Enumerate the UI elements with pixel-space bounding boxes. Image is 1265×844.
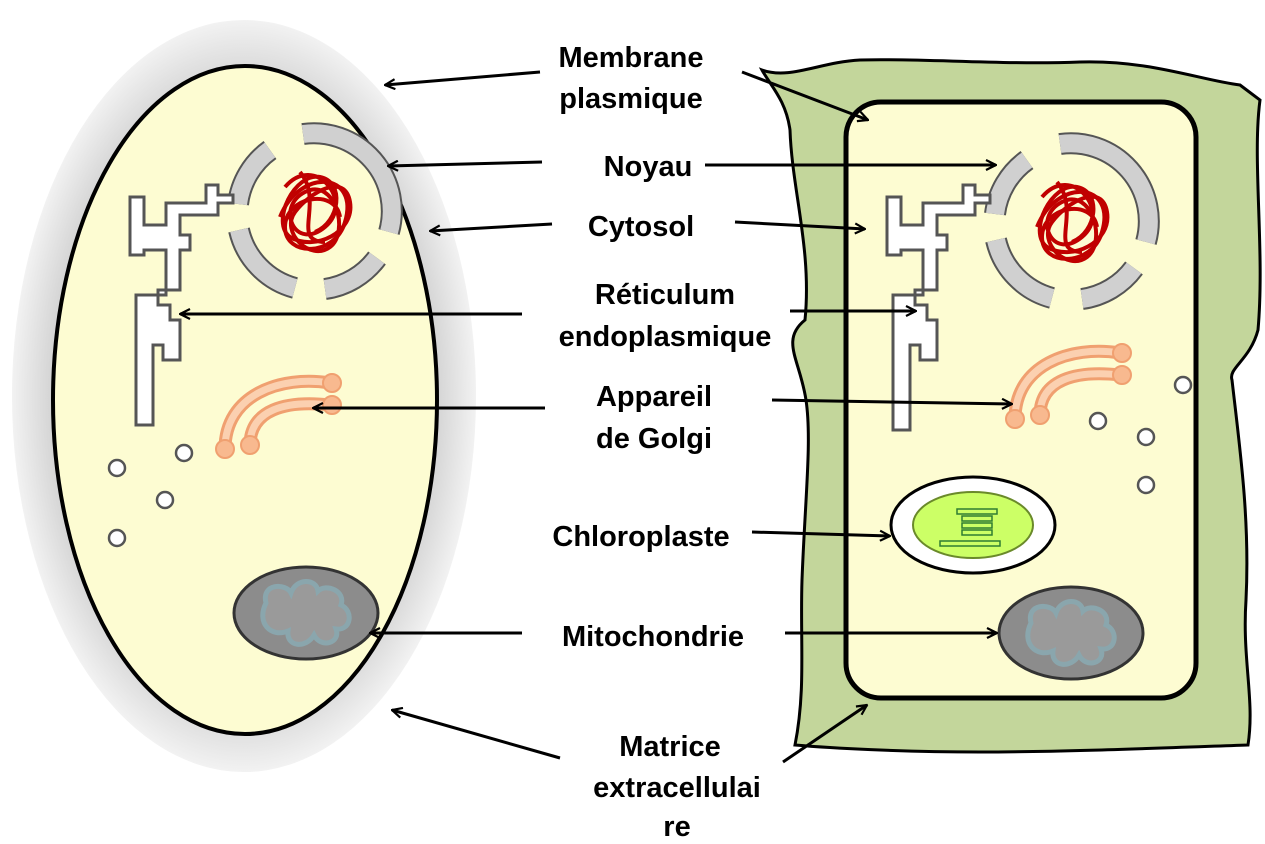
label-reticulum-line1: Réticulum: [595, 279, 735, 311]
label-membrane-line2: plasmique: [559, 83, 702, 115]
animal-mitochondrion: [234, 567, 378, 659]
label-noyau: Noyau: [604, 151, 693, 183]
label-appareil-line2: de Golgi: [596, 423, 712, 455]
label-chloroplaste: Chloroplaste: [552, 521, 729, 553]
arrow-matrice-left: [392, 710, 560, 758]
label-cytosol: Cytosol: [588, 211, 694, 243]
plant-mitochondrion: [999, 587, 1143, 679]
plant-chloroplast: [891, 477, 1055, 573]
label-membrane-line1: Membrane: [558, 42, 703, 74]
labels: Membrane plasmique Noyau Cytosol Réticul…: [552, 42, 771, 843]
label-matrice-line3: re: [663, 811, 690, 843]
arrow-membrane-left: [385, 72, 540, 85]
label-reticulum-line2: endoplasmique: [559, 321, 772, 353]
plant-cell: [762, 60, 1260, 752]
label-mitochondrie: Mitochondrie: [562, 621, 744, 653]
label-matrice-line2: extracellulai: [593, 772, 761, 804]
label-appareil-line1: Appareil: [596, 381, 712, 413]
label-matrice-line1: Matrice: [619, 731, 721, 763]
animal-cell: [12, 20, 476, 772]
